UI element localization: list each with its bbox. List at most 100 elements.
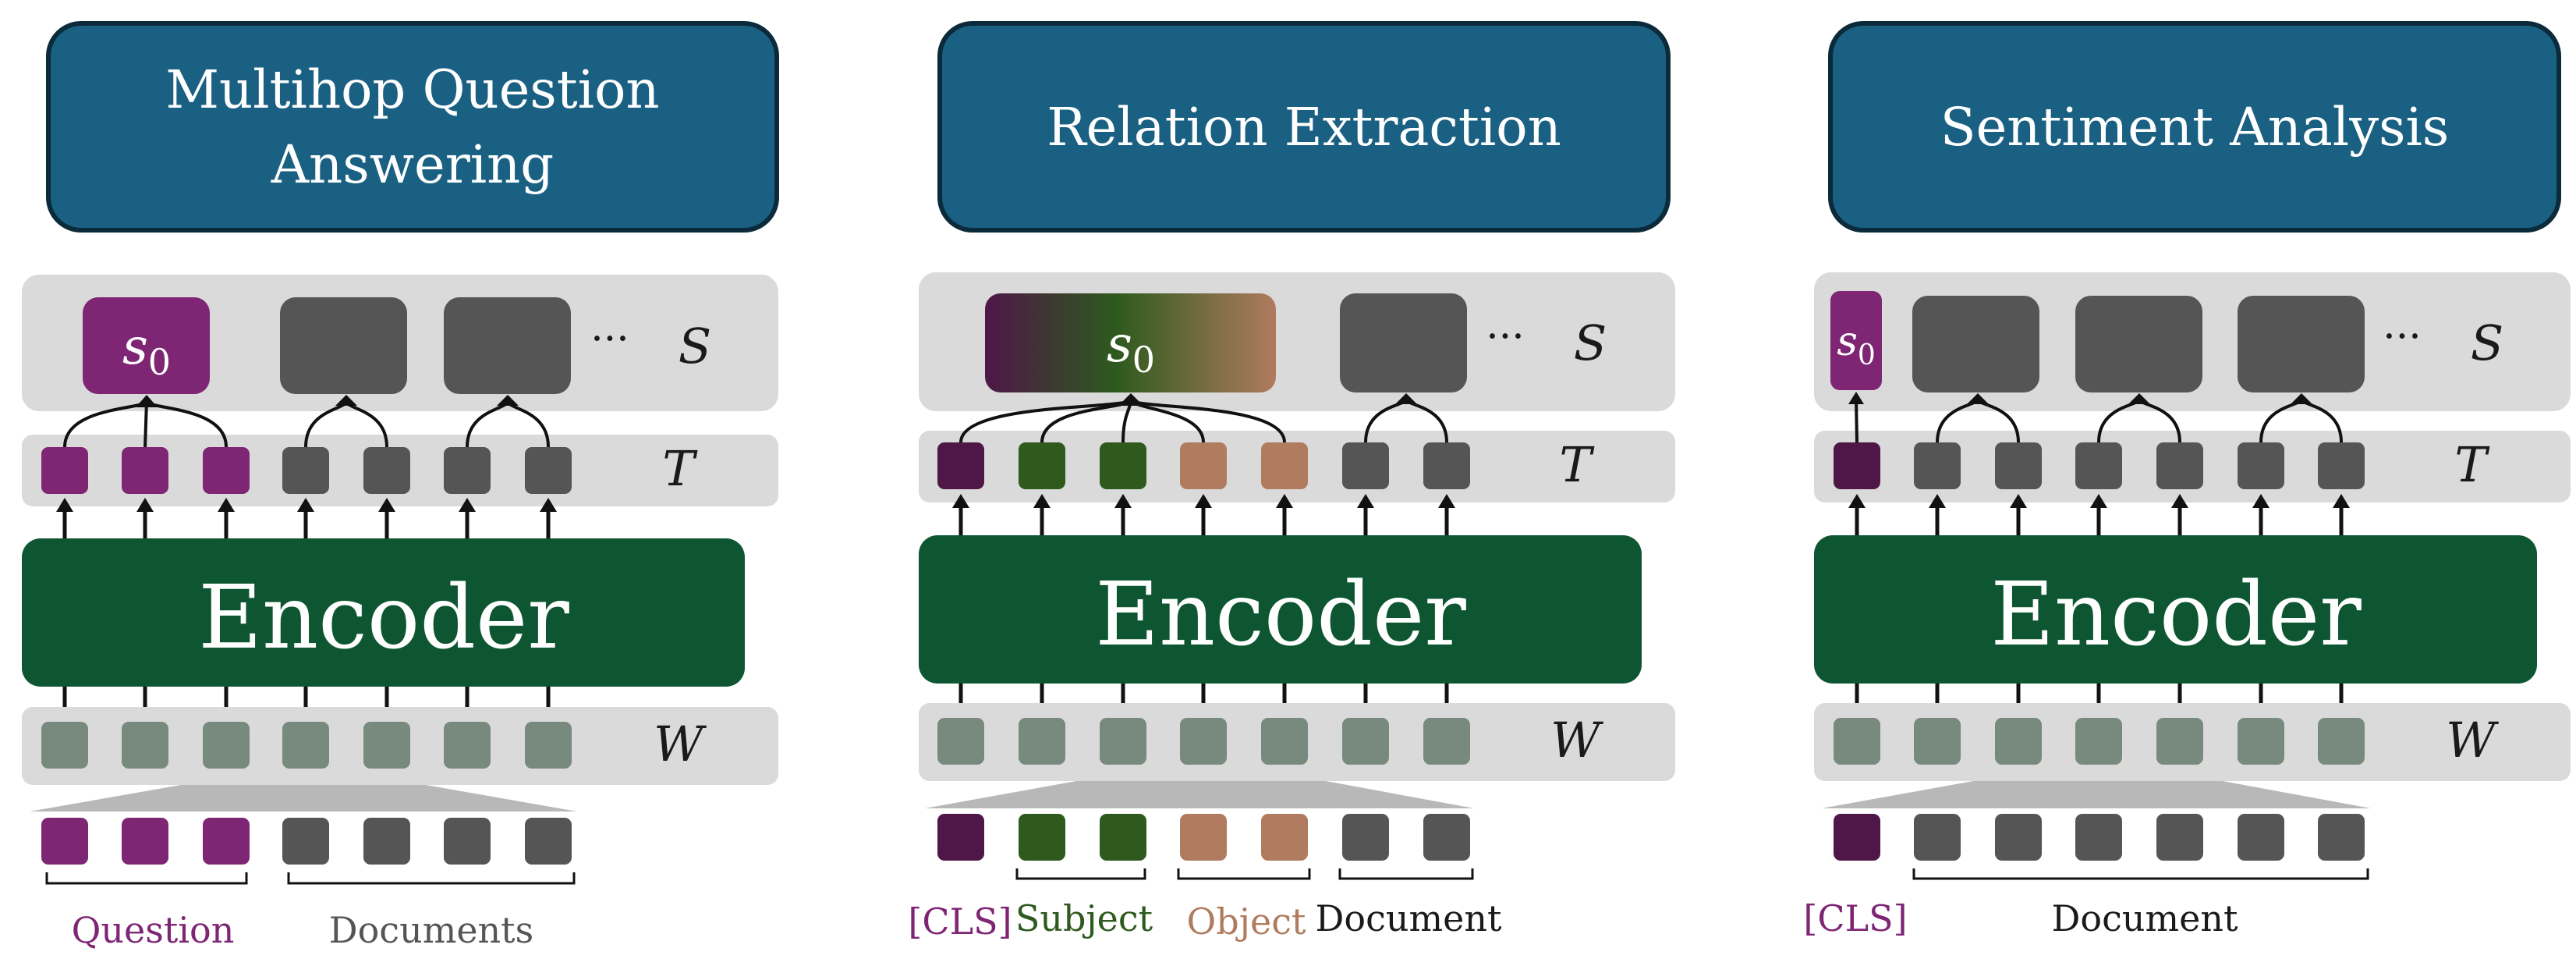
t-token <box>1995 442 2042 489</box>
title-line-1: Sentiment Analysis <box>1940 97 2450 158</box>
panel-relation-extraction: Relation Extraction s0 ··· S T <box>908 21 1675 943</box>
s0-box <box>83 297 210 394</box>
embedding-trapezoid <box>925 781 1474 808</box>
encoder-arrow-heads <box>56 498 557 512</box>
t-token <box>363 447 410 494</box>
t-token <box>1914 442 1961 489</box>
t-token <box>937 442 984 489</box>
s0-box <box>985 293 1276 392</box>
w-tokens <box>41 722 572 769</box>
embedding-trapezoid <box>1822 781 2371 808</box>
panel-multihop-qa: Multihop Question Answering s0 ··· S T <box>22 21 779 951</box>
group-label-documents: Documents <box>329 909 534 951</box>
encoder-arrows <box>958 503 1449 535</box>
encoder-arrow-heads <box>1848 494 2350 508</box>
t-token <box>525 447 572 494</box>
input-tokens <box>937 814 1470 861</box>
input-tokens <box>41 818 572 865</box>
t-token <box>1834 442 1880 489</box>
t-row-label: T <box>1559 436 1595 493</box>
arrow-head <box>1848 392 1864 404</box>
title-line-2: Answering <box>271 134 554 195</box>
encoder-arrows <box>62 507 551 538</box>
s-box <box>2075 296 2202 392</box>
encoder-arrows <box>1855 503 2344 535</box>
s0-label: s0 <box>122 318 171 383</box>
group-label-subject: Subject <box>1015 897 1153 939</box>
arrow-head <box>1967 393 1989 404</box>
arrow-head <box>497 395 519 406</box>
s0-label: s0 <box>1837 318 1876 371</box>
t-token <box>1423 442 1470 489</box>
t-row-label: T <box>662 440 698 497</box>
s0-label: s0 <box>1107 316 1155 381</box>
t-token <box>2156 442 2203 489</box>
s-box <box>2238 296 2365 392</box>
w-row-label: W <box>1550 712 1603 769</box>
encoder-block <box>919 535 1642 684</box>
group-label-question: Question <box>72 909 235 951</box>
group-braces <box>1015 868 1474 880</box>
group-braces <box>45 872 576 885</box>
s0-main: s <box>122 318 148 376</box>
t-token <box>2075 442 2122 489</box>
s-box <box>1912 296 2039 392</box>
arrow-head <box>2291 393 2312 404</box>
embedding-trapezoid <box>30 785 577 811</box>
s0-sub: 0 <box>148 341 171 383</box>
s-box <box>1340 293 1467 392</box>
t-row-label: T <box>2454 436 2490 493</box>
t-token <box>41 447 88 494</box>
w-tokens <box>1834 718 2365 765</box>
t-token <box>1180 442 1227 489</box>
arrow-head <box>1395 393 1417 404</box>
w-row-label: W <box>654 716 707 772</box>
s0-box <box>1830 291 1882 390</box>
group-braces <box>1912 868 2369 880</box>
arrow-head <box>335 395 357 406</box>
group-label-object: Object <box>1187 900 1306 943</box>
encoder-label: Encoder <box>1095 564 1466 666</box>
s-row-label: S <box>1574 314 1607 371</box>
s-box <box>444 297 571 394</box>
t-token <box>1342 442 1389 489</box>
s0-main: s <box>1107 316 1132 374</box>
s-row-label: S <box>2471 314 2503 371</box>
t-token <box>203 447 250 494</box>
t-token <box>122 447 168 494</box>
arrow-head <box>1118 393 1143 406</box>
group-label-cls: [CLS] <box>908 900 1012 943</box>
s0-sub: 0 <box>1858 339 1876 371</box>
s-ellipsis: ··· <box>1486 314 1525 360</box>
t-token <box>1019 442 1065 489</box>
t-token <box>444 447 491 494</box>
w-row-label: W <box>2446 712 2499 769</box>
arrow-head <box>2128 393 2150 404</box>
s0-sub: 0 <box>1132 339 1155 381</box>
title-line-1: Multihop Question <box>165 59 659 120</box>
arrow-head <box>136 395 158 407</box>
s0-main: s <box>1837 318 1858 365</box>
input-tokens <box>1834 814 2365 861</box>
t-token <box>282 447 329 494</box>
s-row-label: S <box>679 318 711 375</box>
t-token <box>2318 442 2365 489</box>
title-box <box>1828 21 2561 233</box>
s-ellipsis: ··· <box>590 316 629 363</box>
group-label-cls: [CLS] <box>1803 897 1907 939</box>
group-label-document: Document <box>1316 897 1502 939</box>
t-token <box>1261 442 1308 489</box>
s-ellipsis: ··· <box>2383 314 2422 360</box>
panel-sentiment-analysis: Sentiment Analysis s0 ··· S T <box>1803 21 2571 939</box>
title-box <box>46 21 779 233</box>
t-token <box>1100 442 1146 489</box>
title-box <box>937 21 1671 233</box>
encoder-block <box>1814 535 2537 684</box>
encoder-block <box>22 538 745 687</box>
encoder-label: Encoder <box>1990 564 2362 666</box>
t-token <box>2238 442 2284 489</box>
encoder-arrow-heads <box>952 494 1455 508</box>
encoder-label: Encoder <box>198 567 569 669</box>
w-tokens <box>937 718 1470 765</box>
